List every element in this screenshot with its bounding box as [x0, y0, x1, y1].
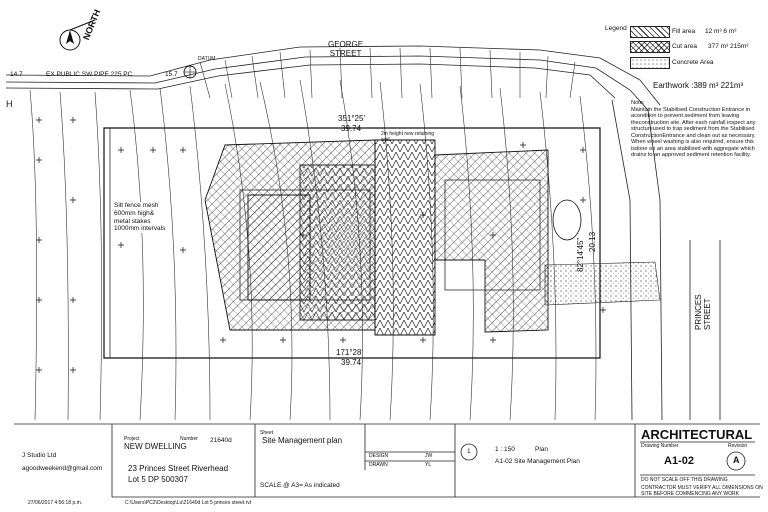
file-path: C:\Users\PC2\Desktop\Lu\21640d Lot 5 pri… [125, 500, 252, 506]
boundary-right-length: 20.13 [588, 231, 597, 252]
boundary-top-bearing: 351°25' [338, 114, 365, 123]
architectural-heading: ARCHITECTURAL [641, 427, 753, 442]
legend-cut-swatch [630, 41, 670, 53]
pipe-level-left: 14.7 [10, 71, 23, 78]
george-street-lines [5, 45, 661, 111]
construction-note: Note: Maintain the Stabilised Constructi… [631, 100, 763, 159]
disclaimer-line2: CONTRACTOR MUST VERIFY ALL DIMENSIONS ON [641, 485, 763, 491]
boundary-top-length: 39.74 [341, 124, 362, 133]
drawing-number: A1-02 [664, 455, 694, 467]
earthwork-summary: Earthwork :389 m³ 221m³ [653, 81, 744, 90]
princes-street-label: PRINCES STREET [694, 294, 713, 330]
legend-fill-label: Fill area [672, 28, 696, 35]
project-label: Project [124, 436, 140, 442]
design-label: DESIGN [369, 453, 389, 459]
company-email: agoodweekend@gmail.com [22, 465, 103, 472]
title-block-frame [14, 423, 760, 498]
sheet-label: Sheet [260, 430, 274, 436]
disclaimer-line3: SITE BEFORE COMMENCING ANY WORK [641, 491, 739, 497]
print-date: 27/06/2017 4:56:18 p.m. [28, 500, 83, 506]
property-boundary [103, 127, 601, 359]
tree-icon [552, 199, 582, 241]
legend-fill-value: 12 m³ 6 m³ [705, 28, 737, 35]
cut-fill-areas [204, 139, 549, 336]
datum-label: DATUM [198, 56, 216, 62]
spot-levels [36, 117, 606, 373]
building-outlines [239, 140, 541, 335]
legend-concrete-label: Concrete Area [672, 59, 714, 66]
drawn-label: DRAWN [369, 462, 388, 468]
datum-icon [183, 65, 197, 79]
legend-fill-swatch [630, 26, 670, 38]
legend-cut-value: 377 m³ 215m³ [708, 43, 749, 50]
princes-street-lines [611, 99, 721, 421]
boundary-bottom-length: 39.74 [341, 358, 362, 367]
view-number: 1 [467, 448, 471, 455]
revision-letter: A [733, 455, 740, 465]
address-line2: Lot 5 DP 500307 [128, 475, 188, 484]
design-initials: JW [425, 453, 433, 459]
company-name: J Studio Ltd [22, 452, 57, 459]
scale-note: SCALE @ A3= As indicated [260, 482, 340, 489]
boundary-bottom-bearing: 171°28' [336, 348, 363, 357]
view-scale: 1 : 150 [495, 446, 515, 453]
north-arrow-icon [59, 19, 96, 51]
george-street-label: GEORGE STREET [328, 40, 364, 59]
project-name: NEW DWELLING [124, 442, 187, 451]
project-number: 21640d [210, 437, 232, 444]
legend-title: Legend [605, 25, 627, 32]
boundary-right-bearing: 82°14'45" [576, 237, 585, 272]
retaining-wall-label: 2m height new retaining wall [381, 131, 435, 143]
drawn-initials: YL [425, 462, 432, 468]
silt-fence-label: Silt fence mesh 600mm high& metal stakes… [114, 202, 166, 234]
concrete-area [544, 261, 661, 306]
legend-concrete-swatch [630, 57, 670, 69]
disclaimer-line1: DO NOT SCALE OFF THIS DRAWING [641, 477, 728, 483]
address-line1: 23 Princes Street Riverhead [128, 464, 229, 473]
note-text: Maintain the Stabilised Construction Ent… [631, 106, 756, 159]
number-label: Number [180, 436, 198, 442]
revision-label: Revision [728, 443, 748, 449]
sheet-title: Site Management plan [262, 436, 343, 445]
note-heading: Note: [631, 100, 645, 106]
h-mark: H [6, 99, 13, 109]
legend-cut-label: Cut area [672, 43, 697, 50]
pipe-label: EX PUBLIC SW PIPE 225 PC [46, 71, 133, 78]
contour-ticks-top [199, 47, 576, 99]
view-name: Plan [535, 446, 549, 453]
view-reference: A1-02 Site Management Plan [495, 458, 580, 465]
drawing-number-label: Drawing Number [641, 443, 679, 449]
pipe-level-right: 15.7 [165, 71, 178, 78]
